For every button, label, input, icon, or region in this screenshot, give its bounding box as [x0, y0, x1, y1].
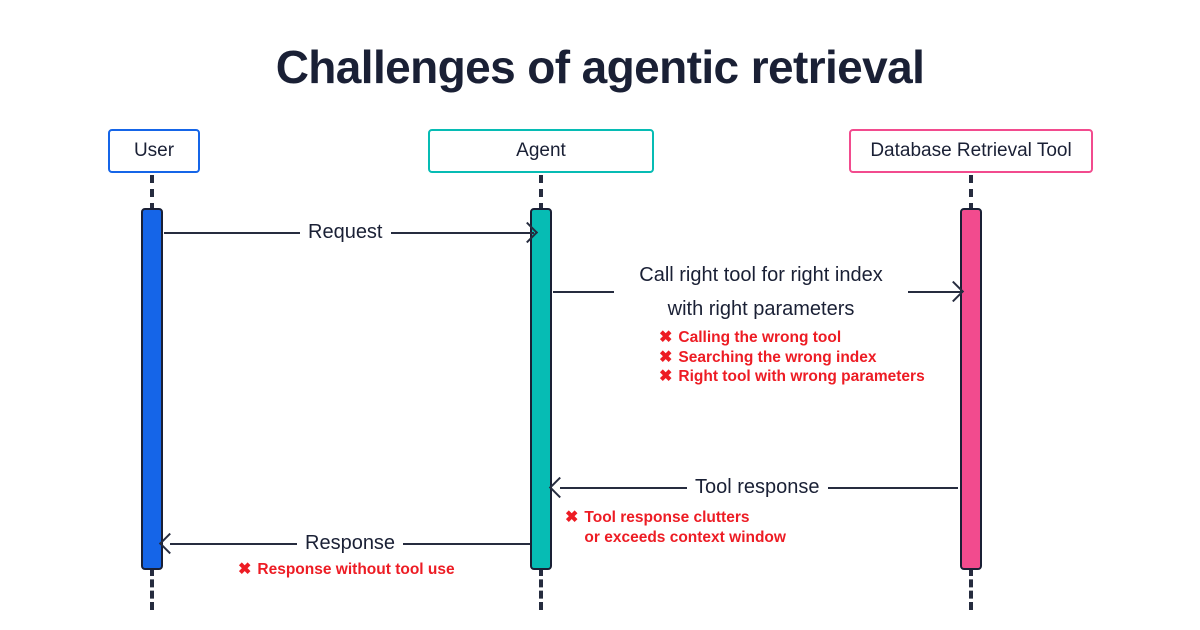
- annotation-text: Response without tool use: [257, 561, 455, 578]
- participant-box-database-retrieval-tool[interactable]: Database Retrieval Tool: [849, 129, 1093, 173]
- message-label-response: Response: [297, 532, 404, 555]
- annotation-item: ✖ Response without tool use: [238, 560, 455, 580]
- message-label-call-tool: Call right tool for right index with rig…: [614, 258, 908, 326]
- annotation-call-tool-errors: ✖ Calling the wrong tool ✖ Searching the…: [659, 328, 925, 387]
- participant-label-agent: Agent: [516, 140, 566, 161]
- annotation-text: or exceeds context window: [584, 528, 786, 546]
- lifeline-user-top: [150, 175, 154, 211]
- message-label-call-tool-line2: with right parameters: [667, 298, 855, 320]
- cross-icon: ✖: [238, 561, 252, 578]
- cross-icon: ✖: [565, 509, 579, 526]
- activation-bar-database-retrieval-tool: [960, 208, 982, 570]
- annotation-text: Calling the wrong tool: [678, 329, 842, 346]
- annotation-tool-response-errors: ✖ Tool response clutters or exceeds cont…: [565, 508, 786, 547]
- participant-box-agent[interactable]: Agent: [428, 129, 654, 173]
- annotation-text-group: Tool response clutters or exceeds contex…: [584, 508, 786, 547]
- annotation-item: ✖ Tool response clutters or exceeds cont…: [565, 508, 786, 547]
- annotation-item: ✖ Right tool with wrong parameters: [659, 367, 925, 387]
- cross-icon: ✖: [659, 329, 673, 346]
- lifeline-database-retrieval-tool-bottom: [969, 568, 973, 610]
- message-label-call-tool-line1: Call right tool for right index: [639, 264, 883, 286]
- lifeline-agent-bottom: [539, 568, 543, 610]
- activation-bar-user: [141, 208, 163, 570]
- participant-label-database-retrieval-tool: Database Retrieval Tool: [870, 140, 1072, 161]
- annotation-text: Tool response clutters: [584, 509, 750, 526]
- annotation-item: ✖ Calling the wrong tool: [659, 328, 925, 348]
- participant-box-user[interactable]: User: [108, 129, 200, 173]
- annotation-item: ✖ Searching the wrong index: [659, 348, 925, 368]
- annotation-response-error: ✖ Response without tool use: [238, 560, 455, 580]
- lifeline-database-retrieval-tool-top: [969, 175, 973, 211]
- message-label-tool-response: Tool response: [687, 476, 828, 499]
- annotation-text: Right tool with wrong parameters: [678, 368, 925, 385]
- activation-bar-agent: [530, 208, 552, 570]
- message-label-request: Request: [300, 221, 391, 244]
- cross-icon: ✖: [659, 348, 673, 366]
- lifeline-user-bottom: [150, 568, 154, 610]
- cross-icon: ✖: [659, 368, 673, 385]
- lifeline-agent-top: [539, 175, 543, 211]
- annotation-text: Searching the wrong index: [678, 348, 877, 366]
- participant-label-user: User: [133, 140, 175, 161]
- arrowhead-tool-response: [548, 476, 571, 499]
- page-title: Challenges of agentic retrieval: [275, 41, 925, 93]
